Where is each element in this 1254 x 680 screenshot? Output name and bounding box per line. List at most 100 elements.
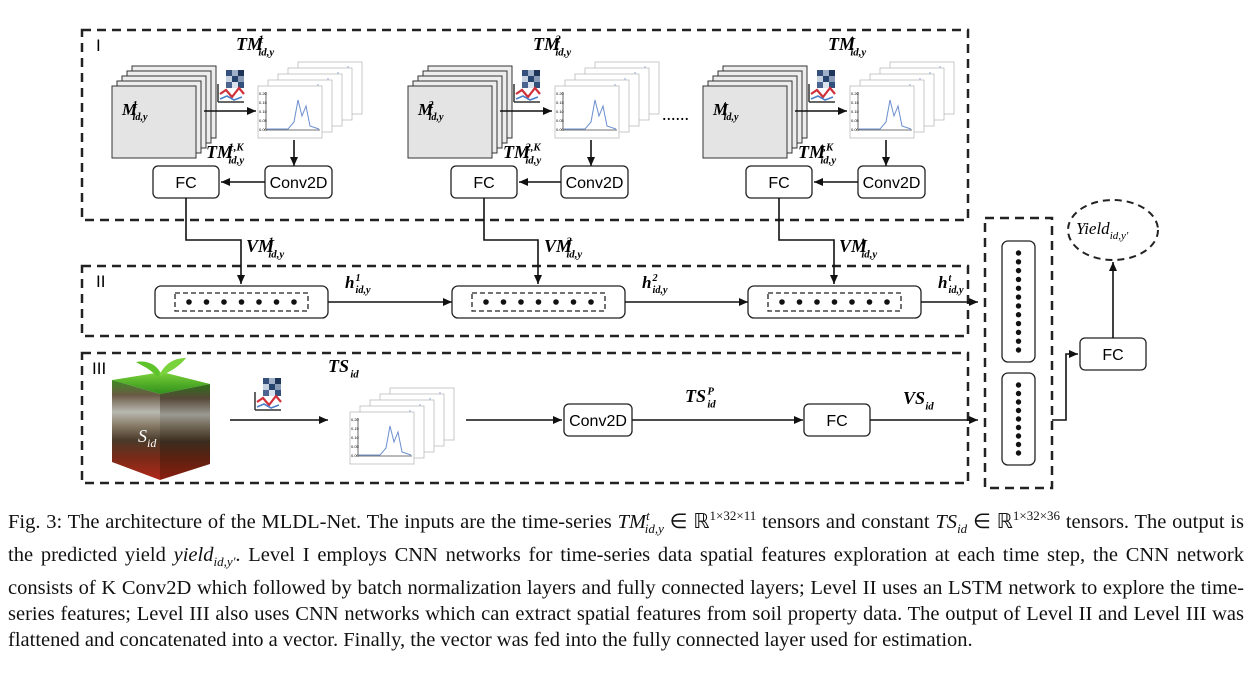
lstm-cell-3-unit — [779, 299, 785, 305]
lstm-cell-3-unit — [884, 299, 890, 305]
input-stack-3-card — [702, 85, 788, 159]
fc-to-lstm-arrow-1 — [185, 198, 245, 284]
level2-flattened-vector-unit — [1015, 312, 1022, 318]
lstm-cell-1-unit — [203, 299, 210, 305]
lstm-cell-1-unit — [273, 299, 280, 305]
transform-icon-1 — [217, 70, 245, 103]
level3-flattened-vector-unit — [1015, 407, 1022, 414]
level2-flattened-vector-unit — [1015, 276, 1022, 283]
svg-text:0.10: 0.10 — [351, 435, 360, 440]
yield-ellipse — [1067, 199, 1159, 261]
fc-box-2-label: FC — [473, 175, 494, 192]
soil-label: Sid — [138, 426, 157, 450]
lstm-cell-3 — [747, 285, 922, 319]
input-stack-2-card — [407, 85, 493, 159]
vs-label: VSid — [903, 388, 934, 412]
timeseries-chart-stack-2: 0.20 0.15 0.10 0.05 0.00 — [554, 61, 660, 139]
soil-chart-stack: 0.20 0.15 0.10 0.05 0.00 — [349, 387, 455, 465]
soil-image — [112, 358, 210, 480]
ellipsis: ...... — [662, 104, 689, 124]
level2-flattened-vector-unit — [1015, 329, 1022, 336]
timeseries-chart-stack-3: 0.200.150.100.050.00 — [849, 61, 955, 139]
svg-text:0.05: 0.05 — [259, 118, 268, 123]
timeseries-chart-stack-1: 0.20 0.15 0.10 0.05 0.00 — [257, 61, 363, 139]
svg-text:0.20: 0.20 — [351, 417, 360, 422]
concat-to-fc-arrow — [1052, 350, 1078, 421]
level3-flattened-vector-unit — [1015, 399, 1022, 405]
level2-flattened-vector-unit — [1015, 320, 1022, 327]
svg-text:0.15: 0.15 — [556, 100, 565, 105]
conv2d-box-3-label: Conv2D — [863, 175, 921, 192]
lstm-cell-3-unit — [831, 299, 838, 305]
svg-text:0.20: 0.20 — [556, 91, 565, 96]
lstm-cell-2-unit — [570, 299, 577, 305]
level2-flattened-vector-unit — [1015, 294, 1022, 300]
level-2-frame — [80, 264, 970, 338]
lstm-cell-2-unit — [500, 299, 507, 305]
conv2d-box-2-label: Conv2D — [566, 175, 624, 192]
level3-flattened-vector-unit — [1015, 424, 1022, 431]
fc-box-3-label: FC — [768, 175, 789, 192]
lstm-cell-1-unit — [291, 299, 297, 305]
svg-text:0.15: 0.15 — [351, 426, 360, 431]
level2-flattened-vector-unit — [1015, 338, 1022, 344]
svg-text:0.00: 0.00 — [259, 127, 268, 132]
level2-flattened-vector-unit — [1015, 259, 1022, 265]
lstm-cell-3-unit — [849, 299, 855, 305]
input-stack-1-card — [111, 85, 197, 159]
lstm-cell-1 — [154, 285, 329, 319]
level3-flattened-vector-unit — [1015, 441, 1022, 448]
output-fc-box-label: FC — [1102, 347, 1123, 364]
yield-label: Yieldid,y' — [1076, 219, 1129, 242]
level2-flattened-vector — [1001, 240, 1036, 363]
lstm-cell-1-unit — [238, 299, 245, 305]
level-3-frame — [80, 351, 970, 485]
lstm-cell-3-unit — [814, 299, 820, 305]
soil-conv2d-box-label: Conv2D — [569, 413, 627, 430]
svg-text:0.10: 0.10 — [259, 109, 268, 114]
svg-text:0.15: 0.15 — [259, 100, 268, 105]
level3-flattened-vector-unit — [1015, 416, 1022, 422]
svg-text:0.05: 0.05 — [556, 118, 565, 123]
lstm-cell-1-unit — [186, 299, 192, 305]
lstm-cell-2-unit — [553, 299, 559, 305]
svg-text:0.10: 0.10 — [851, 109, 860, 114]
level2-flattened-vector-unit — [1015, 250, 1022, 256]
concat-frame — [983, 216, 1054, 490]
soil-transform-icon — [254, 378, 282, 411]
level2-flattened-vector-unit — [1015, 285, 1022, 291]
conv2d-box-1-label: Conv2D — [270, 175, 328, 192]
level-1-frame — [80, 28, 970, 222]
soil-fc-box-label: FC — [826, 413, 847, 430]
level-1-label: I — [96, 36, 101, 55]
lstm-cell-3-unit — [796, 299, 803, 305]
figure-caption: Fig. 3: The architecture of the MLDL-Net… — [8, 508, 1244, 652]
fc-to-lstm-arrow-2 — [483, 198, 542, 284]
level3-flattened-vector-unit — [1015, 450, 1022, 456]
svg-text:0.00: 0.00 — [556, 127, 565, 132]
lstm-cell-1-unit — [221, 299, 227, 305]
svg-text:0.00: 0.00 — [351, 453, 360, 458]
lstm-cell-2 — [451, 285, 626, 319]
transform-icon-2 — [513, 70, 541, 103]
level2-flattened-vector-unit — [1015, 303, 1022, 309]
svg-text:0.10: 0.10 — [556, 109, 565, 114]
svg-text:0.05: 0.05 — [351, 444, 360, 449]
level-2-label: II — [96, 272, 105, 291]
level-3-label: III — [92, 359, 106, 378]
level3-flattened-vector-unit — [1015, 382, 1022, 388]
svg-text:0.20: 0.20 — [259, 91, 268, 96]
level2-flattened-vector-unit — [1015, 267, 1022, 274]
